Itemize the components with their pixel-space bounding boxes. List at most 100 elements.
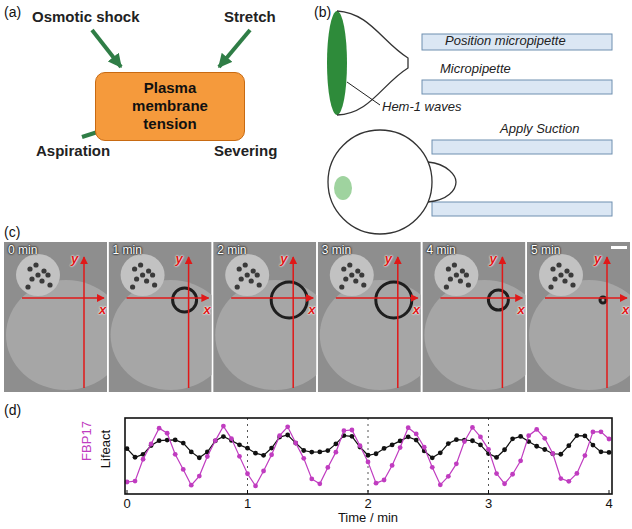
micropipette-wall	[432, 202, 612, 216]
data-point	[494, 471, 499, 476]
data-point	[438, 450, 443, 455]
data-point	[390, 463, 395, 468]
data-point	[333, 441, 338, 446]
data-point	[430, 465, 435, 470]
y-axis-arrow	[188, 257, 190, 388]
granule	[568, 272, 573, 277]
granule	[460, 268, 465, 273]
granule	[562, 278, 567, 283]
granule	[152, 282, 157, 287]
tick-label: 3	[485, 497, 492, 512]
x-axis-arrow	[127, 297, 209, 299]
actin-wave-ring	[376, 282, 412, 318]
data-point	[317, 450, 322, 455]
granule	[359, 272, 364, 277]
data-point	[446, 474, 451, 479]
data-point	[591, 430, 596, 435]
data-point	[261, 469, 266, 474]
cell-outline	[328, 130, 432, 234]
data-point	[542, 447, 547, 452]
granule	[251, 268, 256, 273]
y-axis-arrow	[502, 257, 504, 388]
data-point	[406, 425, 411, 430]
granule	[245, 272, 250, 277]
data-point	[486, 447, 491, 452]
cell-body	[424, 280, 525, 390]
nucleus	[330, 254, 374, 296]
data-point	[478, 435, 483, 440]
granule	[349, 272, 354, 277]
plot-frame	[125, 418, 612, 494]
data-point	[502, 481, 507, 486]
grid-line	[247, 418, 248, 494]
granule	[144, 278, 149, 283]
axis-title: FBP17	[80, 421, 95, 461]
granule	[464, 272, 469, 277]
granule	[552, 276, 557, 281]
time-stamp: 1 min	[113, 244, 142, 258]
y-axis-arrow	[606, 257, 608, 388]
data-point	[558, 476, 563, 481]
data-point	[157, 438, 162, 443]
cell-body	[111, 280, 212, 390]
data-point	[229, 436, 234, 441]
micropipette-wall	[422, 80, 612, 94]
axis-label: x	[308, 303, 315, 318]
granule	[130, 284, 135, 289]
axis-label: y	[489, 252, 496, 267]
data-point	[205, 454, 210, 459]
data-point	[261, 453, 266, 458]
granule	[39, 278, 44, 283]
nucleus	[434, 254, 478, 296]
data-point	[189, 483, 194, 488]
data-point	[333, 450, 338, 455]
data-point	[366, 459, 371, 464]
granule	[556, 262, 561, 267]
cell-under-suction	[328, 130, 612, 234]
process-box: Plasma membrane tension	[95, 72, 245, 141]
microscopy-frame	[422, 242, 525, 392]
cell-body	[215, 280, 316, 390]
x-axis-arrow	[22, 297, 104, 299]
microscopy-frames	[4, 242, 632, 392]
membrane-bleb	[428, 162, 456, 202]
time-stamp: 5 min	[531, 244, 560, 258]
data-point	[550, 451, 555, 456]
granule	[550, 266, 555, 271]
box-text: Plasma membrane tension	[104, 79, 236, 133]
data-point	[470, 425, 475, 430]
data-point	[173, 452, 178, 457]
data-point	[285, 433, 290, 438]
granule	[466, 282, 471, 287]
granule	[41, 268, 46, 273]
tick	[247, 490, 248, 494]
microscopy-frame	[4, 242, 107, 392]
data-point	[301, 448, 306, 453]
panel-letter: (a)	[4, 4, 21, 20]
data-point	[285, 424, 290, 429]
axis-label: y	[594, 252, 601, 267]
data-point	[149, 442, 154, 447]
granule	[452, 262, 457, 267]
x-axis-arrow	[336, 297, 418, 299]
green-arrow	[92, 30, 121, 67]
panel-letter: (d)	[4, 402, 21, 418]
time-stamp: 3 min	[322, 244, 351, 258]
granule	[27, 266, 32, 271]
data-point	[309, 450, 314, 455]
data-point	[510, 436, 515, 441]
stimulus-label: Aspiration	[36, 142, 110, 159]
data-point	[181, 441, 186, 446]
granule	[255, 272, 260, 277]
granule	[361, 282, 366, 287]
granule	[446, 266, 451, 271]
granule	[458, 278, 463, 283]
data-point	[237, 442, 242, 447]
lifeact-trace	[127, 435, 609, 458]
hem1-wave	[327, 11, 347, 115]
part-label: Micropipette	[440, 62, 511, 77]
data-point	[518, 434, 523, 439]
granule	[257, 282, 262, 287]
data-point	[213, 438, 218, 443]
